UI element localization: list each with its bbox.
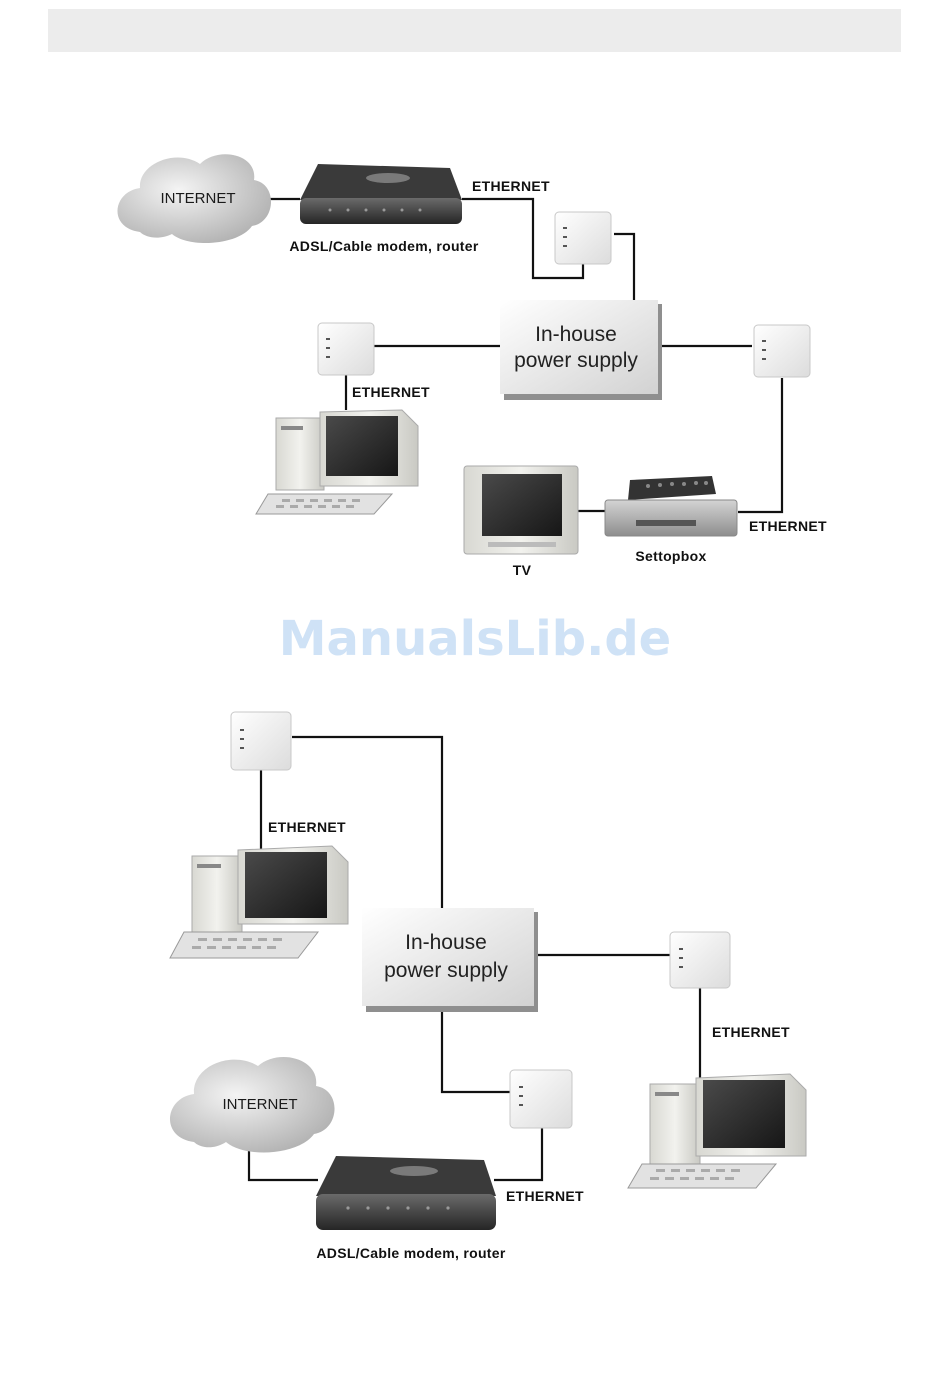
- desktop-computer: [170, 846, 348, 958]
- ethernet-label-modem: ETHERNET: [472, 178, 550, 194]
- tv-label: TV: [513, 562, 532, 578]
- modem-router: ADSL/Cable modem, router: [316, 1156, 506, 1261]
- ethernet-label-modem: ETHERNET: [506, 1188, 584, 1204]
- powerline-adapter: [510, 1070, 572, 1128]
- modem-router: ADSL/Cable modem, router: [289, 164, 478, 254]
- powerline-adapter: [754, 325, 810, 377]
- settopbox-label: Settopbox: [635, 548, 706, 564]
- top-diagram: INTERNET ADSL/Cable modem, router ETHERN…: [117, 154, 827, 578]
- desktop-computer: [256, 410, 418, 514]
- power-supply-box: In-house power supply: [362, 908, 538, 1012]
- powerline-adapter: [231, 712, 291, 770]
- ethernet-label-pc-right: ETHERNET: [712, 1024, 790, 1040]
- desktop-computer: [628, 1074, 806, 1188]
- power-supply-line2: power supply: [514, 349, 638, 372]
- ethernet-label-pc: ETHERNET: [352, 384, 430, 400]
- settop-box: Settopbox: [605, 476, 737, 564]
- internet-label: INTERNET: [223, 1096, 298, 1113]
- ethernet-label-pc-left: ETHERNET: [268, 819, 346, 835]
- modem-label: ADSL/Cable modem, router: [316, 1245, 505, 1261]
- watermark: ManualsLib.de: [279, 611, 671, 667]
- powerline-adapter: [318, 323, 374, 375]
- modem-label: ADSL/Cable modem, router: [289, 238, 478, 254]
- power-supply-line2: power supply: [384, 959, 508, 982]
- power-supply-line1: In-house: [535, 323, 617, 346]
- tv: TV: [464, 466, 578, 578]
- internet-label: INTERNET: [161, 190, 236, 207]
- powerline-adapter: [670, 932, 730, 988]
- internet-cloud: INTERNET: [170, 1057, 335, 1153]
- bottom-diagram: ETHERNET In-house power supply: [170, 712, 806, 1261]
- internet-cloud: INTERNET: [117, 154, 271, 243]
- powerline-adapter: [555, 212, 611, 264]
- power-supply-line1: In-house: [405, 931, 487, 954]
- power-supply-box: In-house power supply: [500, 300, 662, 400]
- ethernet-label-settopbox: ETHERNET: [749, 518, 827, 534]
